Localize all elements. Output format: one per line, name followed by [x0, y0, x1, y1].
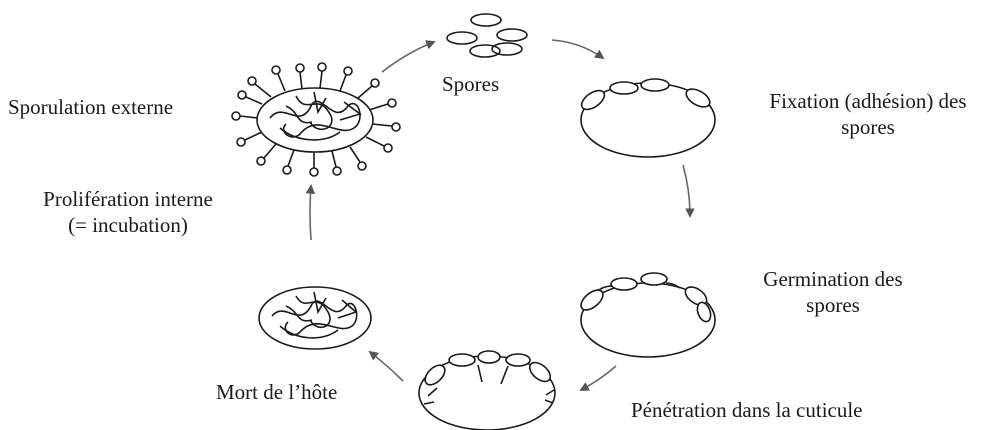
penetrating-spore [449, 354, 475, 366]
arrow-spores-to-fixation [552, 40, 603, 58]
germinating-spore [611, 278, 637, 290]
arrow-penetration-to-death [370, 352, 403, 381]
label-sporulation: Sporulation externe [8, 94, 173, 120]
arrow-fixation-to-germination [683, 165, 690, 216]
label-germination-line2: spores [728, 292, 938, 318]
attached-spore [610, 82, 638, 94]
germinating-spore [641, 273, 667, 285]
spore [492, 43, 522, 55]
label-germination: Germination des spores [728, 266, 938, 318]
arrow-proliferation-to-sporulation [310, 186, 311, 240]
spore [447, 32, 477, 44]
label-proliferation: Prolifération interne (= incubation) [6, 186, 250, 238]
sporulating-cell [232, 63, 400, 176]
label-proliferation-line2: (= incubation) [6, 212, 250, 238]
label-fixation-line1: Fixation (adhésion) des [738, 88, 998, 114]
fixation-cell [578, 79, 715, 157]
label-fixation: Fixation (adhésion) des spores [738, 88, 998, 140]
spore [471, 14, 501, 26]
label-germination-line1: Germination des [728, 266, 938, 292]
spore [470, 45, 500, 57]
penetrating-spore [478, 351, 500, 363]
spore [497, 29, 527, 41]
label-penetration: Pénétration dans la cuticule [631, 397, 863, 423]
label-proliferation-line1: Prolifération interne [6, 186, 250, 212]
penetration-cell [419, 351, 555, 430]
germination-cell [578, 273, 715, 357]
arrow-germination-to-penetration [581, 366, 616, 390]
attached-spore [641, 79, 669, 91]
label-spores: Spores [442, 71, 499, 97]
arrow-sporulation-to-spores [382, 42, 434, 72]
label-fixation-line2: spores [738, 114, 998, 140]
dead-host-cell [259, 287, 371, 349]
label-host-death: Mort de l’hôte [216, 379, 337, 405]
spores-cluster [447, 14, 527, 57]
penetrating-spore [506, 354, 530, 366]
